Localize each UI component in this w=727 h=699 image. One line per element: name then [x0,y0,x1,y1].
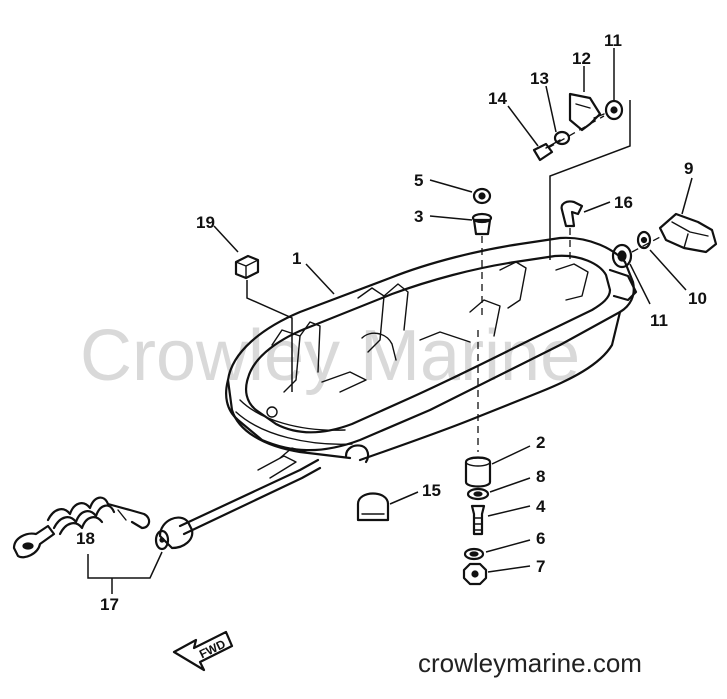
bottom-cowling [225,236,638,464]
part-14-bolt: 14 [488,89,561,162]
part-18-lanyard: 18 17 [12,496,163,614]
callout-1: 1 [292,249,335,295]
svg-text:9: 9 [684,159,693,178]
part-16-elbow: 16 [560,193,633,262]
part-10-washer: 10 [636,230,707,308]
svg-text:3: 3 [414,207,423,226]
site-url: crowleymarine.com [418,648,642,678]
svg-text:7: 7 [536,557,545,576]
svg-text:4: 4 [536,497,546,516]
svg-text:8: 8 [536,467,545,486]
svg-text:6: 6 [536,529,545,548]
svg-text:18: 18 [76,529,95,548]
part-4-bolt: 4 [470,497,546,536]
part-13-washer: 13 [530,69,571,146]
svg-text:5: 5 [414,171,423,190]
part-9-lever: 9 [658,159,718,254]
part-11-washer-top: 11 [549,31,631,260]
part-2-mount: 2 [464,433,545,488]
part-17-stop-switch [154,447,322,551]
svg-text:11: 11 [650,311,668,330]
watermark-text: Crowley Marine [80,316,580,396]
svg-text:11: 11 [604,31,622,50]
part-19-plug: 19 [196,213,293,392]
forward-arrow-icon: FWD [172,630,234,672]
svg-text:1: 1 [292,249,301,268]
part-8-washer-upper: 8 [466,467,545,501]
svg-text:14: 14 [488,89,507,108]
part-6-washer: 6 [463,529,545,561]
svg-text:10: 10 [688,289,707,308]
svg-text:19: 19 [196,213,215,232]
svg-text:15: 15 [422,481,441,500]
part-3-grommet: 3 [414,207,493,320]
svg-text:12: 12 [572,49,591,68]
svg-text:13: 13 [530,69,549,88]
svg-text:16: 16 [614,193,633,212]
svg-text:2: 2 [536,433,545,452]
part-5-nut: 5 [414,171,492,205]
fwd-label: FWD [197,637,228,662]
part-15-cap: 15 [356,481,441,522]
part-7-nut: 7 [462,557,545,586]
svg-text:17: 17 [100,595,119,614]
part-11-bushing-right: 11 [611,243,668,330]
